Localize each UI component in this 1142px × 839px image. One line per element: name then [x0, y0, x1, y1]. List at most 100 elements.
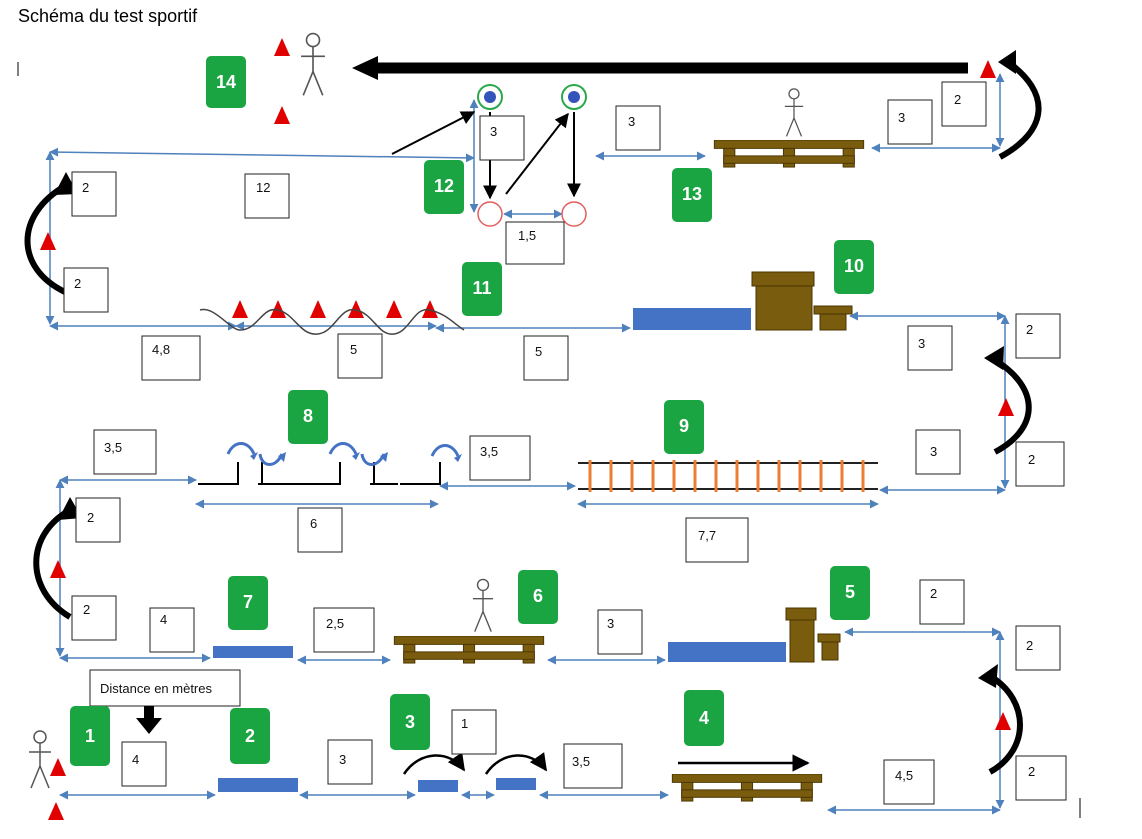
station-number: 5	[845, 582, 855, 602]
dist-label: 2	[74, 276, 81, 291]
dist-label: 7,7	[698, 528, 716, 543]
dist-label: 2,5	[326, 616, 344, 631]
cone	[422, 300, 438, 318]
cone	[274, 106, 290, 124]
dist-label: 3	[898, 110, 905, 125]
dist-label: 2	[954, 92, 961, 107]
dist-label: 3	[918, 336, 925, 351]
dist-label: 3	[607, 616, 614, 631]
cone	[48, 802, 64, 820]
cone	[310, 300, 326, 318]
dist-label: 3	[339, 752, 346, 767]
dist-label: 2	[82, 180, 89, 195]
legend-box	[89, 669, 241, 707]
station-number: 4	[699, 708, 709, 728]
dist-label: 2	[1028, 452, 1035, 467]
person-icon	[784, 88, 804, 137]
box-obstacle-10	[751, 271, 853, 331]
station-number: 10	[844, 256, 864, 276]
dist-label: 1,5	[518, 228, 536, 243]
cone	[232, 300, 248, 318]
dist-label: 3	[490, 124, 497, 139]
dist-label: 1	[461, 716, 468, 731]
cone	[50, 758, 66, 776]
mat	[668, 642, 786, 662]
dist-label: 2	[83, 602, 90, 617]
turn-arrow-row5	[998, 59, 1042, 160]
dist-label: 3,5	[572, 754, 590, 769]
cone	[348, 300, 364, 318]
station-number: 12	[434, 176, 454, 196]
cone	[50, 560, 66, 578]
cone	[386, 300, 402, 318]
station-number: 14	[216, 72, 236, 92]
legend-arrow-head	[136, 718, 162, 734]
turn-arrows	[24, 59, 1042, 775]
dist-label: 4	[132, 752, 139, 767]
cone	[998, 398, 1014, 416]
dist-label: 4	[160, 612, 167, 627]
dist-label: 3	[628, 114, 635, 129]
return-arrow-head	[352, 56, 378, 80]
dist-label: 2	[1026, 322, 1033, 337]
station-number: 9	[679, 416, 689, 436]
distance-lines	[45, 73, 1010, 815]
legend-arrow	[144, 706, 154, 720]
dist-label: 2	[1026, 638, 1033, 653]
mat	[218, 778, 298, 792]
page-title: Schéma du test sportif	[18, 6, 198, 26]
mat	[213, 646, 293, 658]
mat	[633, 308, 751, 330]
jump-arrow	[484, 752, 548, 775]
dist-label: 3,5	[104, 440, 122, 455]
station-number: 8	[303, 406, 313, 426]
turn-arrow-row3	[993, 357, 1032, 455]
dist-label: 4,5	[895, 768, 913, 783]
station-number: 7	[243, 592, 253, 612]
person-icon	[300, 32, 326, 97]
slalom-path	[199, 308, 465, 335]
dist-label: 3	[930, 444, 937, 459]
bench-icon	[671, 774, 823, 802]
bench-icon	[713, 140, 865, 168]
turn-arrow-row4	[24, 183, 67, 295]
distance-boxes	[63, 81, 1067, 805]
cone	[980, 60, 996, 78]
dist-label: 12	[256, 180, 270, 195]
hurdle-jump-arrows	[226, 442, 460, 466]
dist-label: 6	[310, 516, 317, 531]
turn-arrow-row2	[33, 507, 72, 620]
legend-note: Distance en mètres	[100, 681, 212, 696]
station-number: 3	[405, 712, 415, 732]
cone	[995, 712, 1011, 730]
person-icon	[28, 730, 52, 789]
agility-ladder	[578, 460, 878, 492]
dist-label: 5	[535, 344, 542, 359]
bench-icon	[393, 636, 545, 664]
dist-label: 2	[930, 586, 937, 601]
turn-arrow-row1	[988, 673, 1023, 775]
distance-labels: 4 3 1 3,5 4,5 2 2 2 3 2,5 4 2 2 6 3,5 3,…	[74, 92, 1035, 783]
dist-label: 2	[1028, 764, 1035, 779]
station-number: 6	[533, 586, 543, 606]
station-badges: 14 12 13 10 11 8 9 7 6 5 1 2 3 4	[70, 56, 874, 766]
cones	[40, 38, 1014, 820]
hurdle-arrow-heads	[250, 452, 462, 462]
dist-label: 4,8	[152, 342, 170, 357]
cone	[270, 300, 286, 318]
station-number: 2	[245, 726, 255, 746]
dist-label: 2	[87, 510, 94, 525]
station-number: 11	[472, 278, 491, 298]
jump-arrow	[402, 752, 466, 775]
mat	[418, 780, 458, 792]
dist-label: 5	[350, 342, 357, 357]
box-obstacle-5	[785, 607, 841, 663]
mat	[496, 778, 536, 790]
person-icon	[472, 578, 494, 633]
target-circles	[477, 84, 587, 227]
cone	[40, 232, 56, 250]
dist-label: 3,5	[480, 444, 498, 459]
station-number: 13	[682, 184, 702, 204]
station-number: 1	[85, 726, 95, 746]
